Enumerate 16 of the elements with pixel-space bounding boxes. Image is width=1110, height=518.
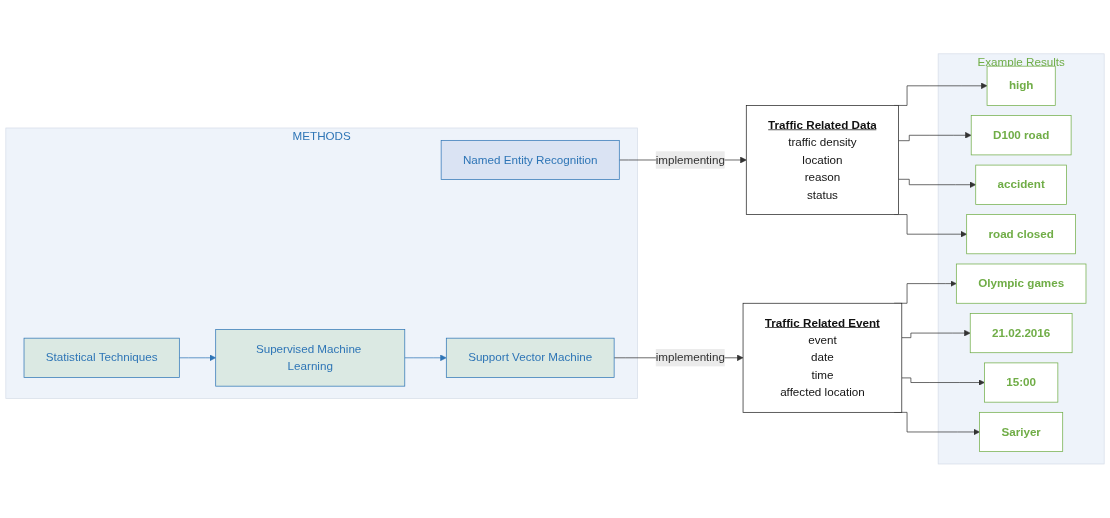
node-box: Statistical Techniques: [23, 337, 180, 378]
edge-label: implementing: [655, 351, 725, 364]
node-box: high: [986, 65, 1056, 106]
node-box: road closed: [966, 214, 1076, 255]
node-box: Supervised Machine Learning: [215, 329, 406, 387]
node-box: accident: [975, 164, 1067, 205]
node-box: Olympic games: [955, 263, 1087, 304]
node-box: Traffic Related Data traffic density location reason status: [745, 105, 899, 215]
node-box: Support Vector Machine: [445, 337, 615, 378]
edge-label: implementing: [655, 153, 725, 166]
node-box: Traffic Related Event event date time affected location: [742, 303, 903, 413]
node-box: D100 road: [970, 115, 1072, 156]
node-box: 15:00: [984, 362, 1059, 403]
node-box: Named Entity Recognition: [440, 140, 620, 181]
node-box: 21.02.2016: [969, 313, 1073, 354]
node-box: Sariyer: [979, 412, 1064, 453]
